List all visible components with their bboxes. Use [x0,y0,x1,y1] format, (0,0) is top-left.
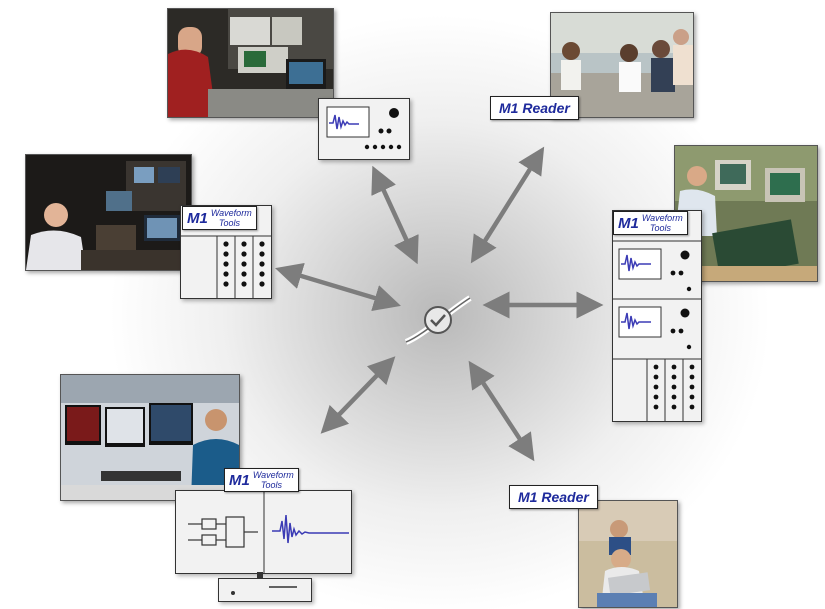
waveform-tools-subtext: Waveform Tools [642,213,683,233]
tools-text: Tools [649,223,672,233]
rack-instrument-icon [612,210,702,422]
arrow-bottom-left [320,356,396,434]
m1-reader-label-bottom: M1 Reader [509,485,598,509]
arrow-top-right [470,146,545,264]
photo-control-room-operator [25,154,192,271]
waveform-text: Waveform [210,208,252,218]
photo-lab-engineer [167,8,334,118]
m1-main-text: M1 [618,214,639,232]
photo-trading-desk-analyst [60,374,240,501]
m1-reader-label-top: M1 Reader [490,96,579,120]
m1-waveform-tools-label-right: M1 Waveform Tools [613,211,688,235]
arrow-top [371,165,419,265]
m1-main-text: M1 [187,209,208,227]
waveform-tools-subtext: Waveform Tools [253,470,294,490]
m1-waveform-tools-label-left: M1 Waveform Tools [182,206,257,230]
monitor-stand [257,572,263,579]
computer-workstation-icon [175,490,352,574]
waveform-tools-subtext: Waveform Tools [211,208,252,228]
waveform-text: Waveform [252,470,294,480]
computer-base-unit-icon [218,578,312,602]
checkmark-swoosh-logo-icon [404,295,472,345]
tools-text: Tools [260,480,283,490]
arrow-bottom-right [468,360,535,462]
waveform-text: Waveform [641,213,683,223]
oscilloscope-instrument-icon [318,98,410,160]
m1-waveform-tools-label-bottom: M1 Waveform Tools [224,468,299,492]
tools-text: Tools [218,218,241,228]
arrow-left [275,262,401,312]
m1-main-text: M1 [229,471,250,489]
photo-home-reader [578,500,678,608]
